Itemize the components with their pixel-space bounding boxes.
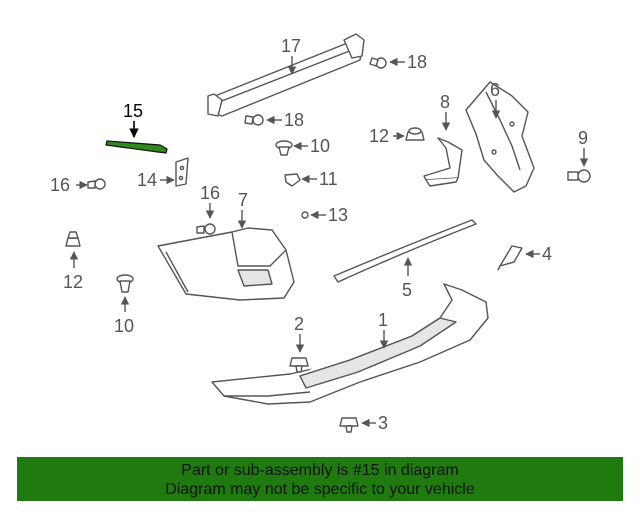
clip-part-10-top xyxy=(275,140,293,156)
callout-15: 15 xyxy=(123,101,143,121)
bolt-part-9 xyxy=(567,169,591,183)
clip-part-12-left xyxy=(65,231,81,247)
callout-12b: 12 xyxy=(63,272,83,292)
callout-10a: 10 xyxy=(310,136,330,156)
bracket-part-14 xyxy=(175,157,189,187)
clip-part-2 xyxy=(289,357,309,373)
clip-part-12-right xyxy=(405,127,425,141)
callout-11: 11 xyxy=(319,169,338,189)
molding-strip-part-5 xyxy=(333,219,477,283)
callout-18b: 18 xyxy=(284,110,304,130)
bolt-part-18-mid xyxy=(244,114,264,126)
callout-4: 4 xyxy=(542,244,552,264)
reinforcement-beam-part-17 xyxy=(207,33,365,117)
callout-1: 1 xyxy=(378,310,388,330)
clip-part-11 xyxy=(284,173,301,187)
bolt-part-18-top xyxy=(369,57,387,69)
callout-13: 13 xyxy=(328,205,348,225)
callout-5: 5 xyxy=(402,280,412,300)
banner-line-1: Part or sub-assembly is #15 in diagram xyxy=(181,462,459,479)
clip-part-3 xyxy=(339,417,359,433)
callout-12a: 12 xyxy=(369,126,389,146)
callout-16b: 16 xyxy=(200,183,220,203)
parts-diagram: 17 18 18 15 14 16 16 10 xyxy=(50,33,591,433)
callout-18a: 18 xyxy=(407,52,427,72)
highlighted-part-15 xyxy=(105,140,168,154)
info-banner: Part or sub-assembly is #15 in diagram D… xyxy=(17,457,623,501)
callout-17: 17 xyxy=(281,36,301,56)
callout-7: 7 xyxy=(238,190,248,210)
callout-10b: 10 xyxy=(114,316,134,336)
bolt-part-16-mid xyxy=(196,223,216,235)
callout-6: 6 xyxy=(490,80,500,100)
side-panel-part-7 xyxy=(157,227,295,301)
callout-9: 9 xyxy=(578,128,588,148)
callout-8: 8 xyxy=(440,92,450,112)
callout-14: 14 xyxy=(137,170,157,190)
bracket-part-4 xyxy=(497,245,523,271)
callout-16a: 16 xyxy=(50,175,70,195)
banner-line-2: Diagram may not be specific to your vehi… xyxy=(165,481,475,498)
grommet-part-13 xyxy=(301,211,309,219)
bolt-part-16-left xyxy=(87,178,106,190)
callout-2: 2 xyxy=(294,314,304,334)
bumper-cover-part-1 xyxy=(211,283,489,405)
bracket-part-8 xyxy=(423,137,463,187)
callout-3: 3 xyxy=(378,413,388,433)
clip-part-10-bottom xyxy=(116,274,134,293)
